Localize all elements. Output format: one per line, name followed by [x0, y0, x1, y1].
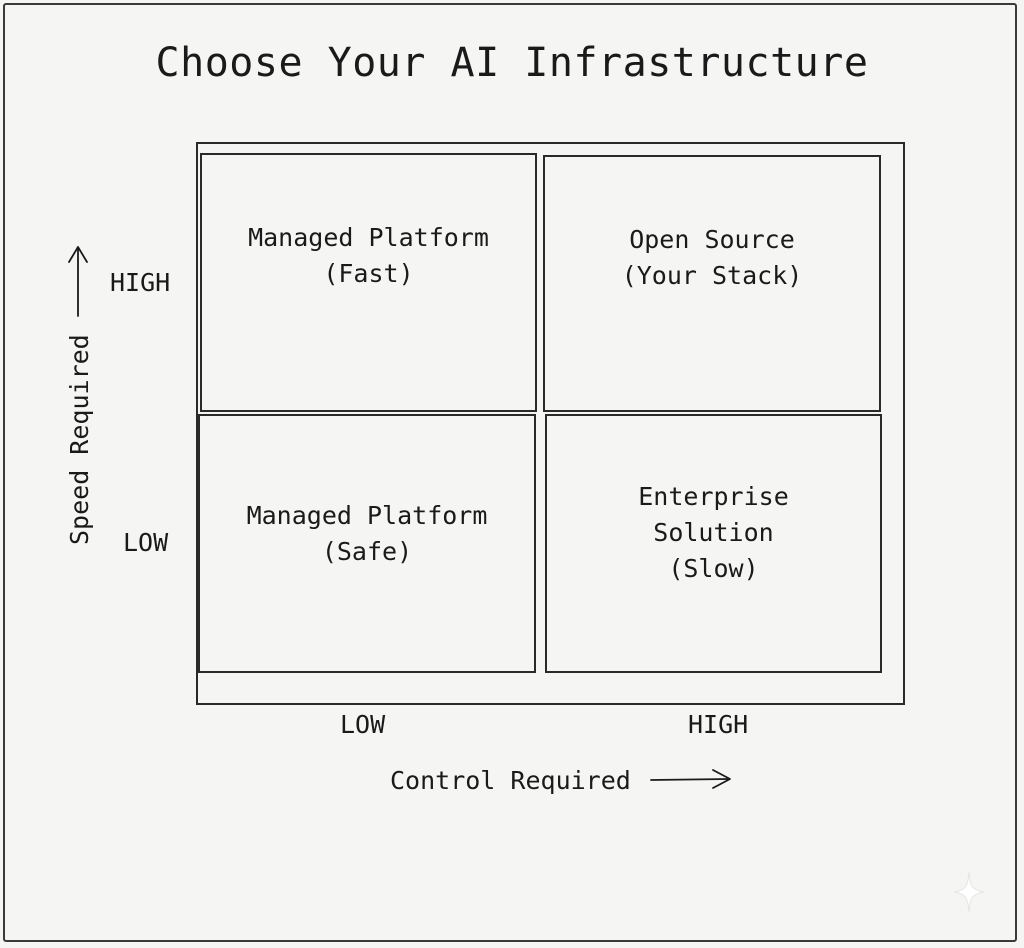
quadrant-top-right-line2: (Your Stack) [621, 260, 803, 290]
arrow-up-icon [66, 244, 94, 318]
quadrant-bottom-right: Enterprise Solution (Slow) [545, 414, 882, 673]
y-axis-low-label: LOW [123, 528, 169, 557]
x-axis-high-label: HIGH [688, 710, 749, 739]
quadrant-bottom-right-line2: Solution [653, 517, 774, 547]
quadrant-bottom-right-line3: (Slow) [668, 553, 759, 583]
quadrant-top-left-line1: Managed Platform [248, 222, 489, 252]
quadrant-bottom-left: Managed Platform (Safe) [198, 414, 536, 673]
x-axis-title-row: Control Required [390, 766, 733, 795]
quadrant-bottom-left-text: Managed Platform (Safe) [247, 498, 488, 570]
y-axis-title-row: Speed Required [65, 244, 94, 545]
quadrant-bottom-left-line2: (Safe) [321, 536, 413, 566]
quadrant-top-left: Managed Platform (Fast) [200, 153, 537, 412]
quadrant-top-left-text: Managed Platform (Fast) [248, 220, 489, 292]
arrow-right-icon [649, 767, 733, 795]
x-axis-low-label: LOW [340, 710, 386, 739]
page-frame [3, 3, 1017, 942]
quadrant-top-left-line2: (Fast) [323, 258, 414, 288]
quadrant-bottom-left-line1: Managed Platform [246, 500, 488, 530]
diagram-title: Choose Your AI Infrastructure [155, 40, 869, 86]
quadrant-top-right-text: Open Source (Your Stack) [622, 222, 803, 294]
quadrant-top-right: Open Source (Your Stack) [543, 155, 881, 412]
y-axis-title: Speed Required [65, 334, 94, 545]
quadrant-bottom-right-line1: Enterprise [638, 481, 789, 511]
quadrant-bottom-right-text: Enterprise Solution (Slow) [638, 479, 789, 587]
quadrant-top-right-line1: Open Source [629, 224, 795, 254]
x-axis-title: Control Required [390, 766, 631, 795]
sparkle-icon [952, 870, 986, 918]
y-axis-high-label: HIGH [110, 268, 171, 297]
y-axis-title-wrap: Speed Required [58, 195, 98, 545]
matrix-outer-border [196, 142, 905, 705]
